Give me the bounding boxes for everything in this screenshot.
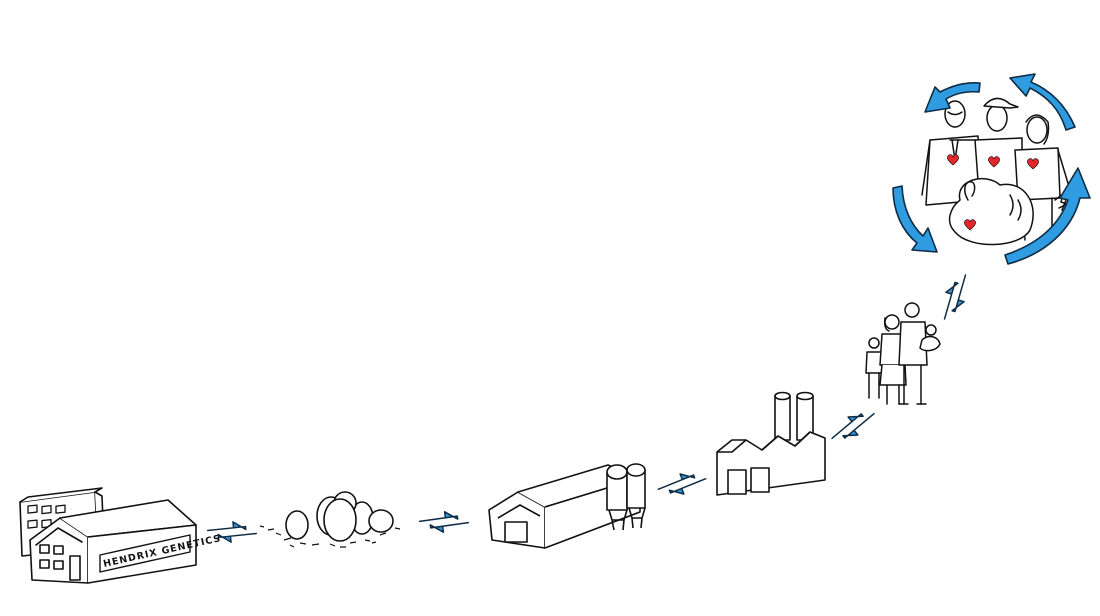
- farm-barn: [488, 463, 646, 549]
- cycle-arrow-icon: [1009, 73, 1076, 131]
- people-with-turkey: [921, 97, 1071, 246]
- bidirectional-arrow-icon: [938, 270, 972, 324]
- cycle-arrows: [892, 73, 1091, 265]
- bidirectional-arrow-icon: [655, 464, 709, 504]
- family-consumers: [865, 302, 941, 405]
- genetics-company-building: [19, 487, 197, 584]
- bidirectional-arrow-icon: [827, 402, 879, 450]
- hatching-eggs: [259, 491, 401, 548]
- bidirectional-arrow-icon: [418, 508, 470, 536]
- processing-plant: [716, 391, 826, 496]
- cycle-arrow-icon: [924, 81, 981, 113]
- cycle-arrow-icon: [892, 185, 938, 253]
- cycle-arrow-icon: [1004, 167, 1091, 265]
